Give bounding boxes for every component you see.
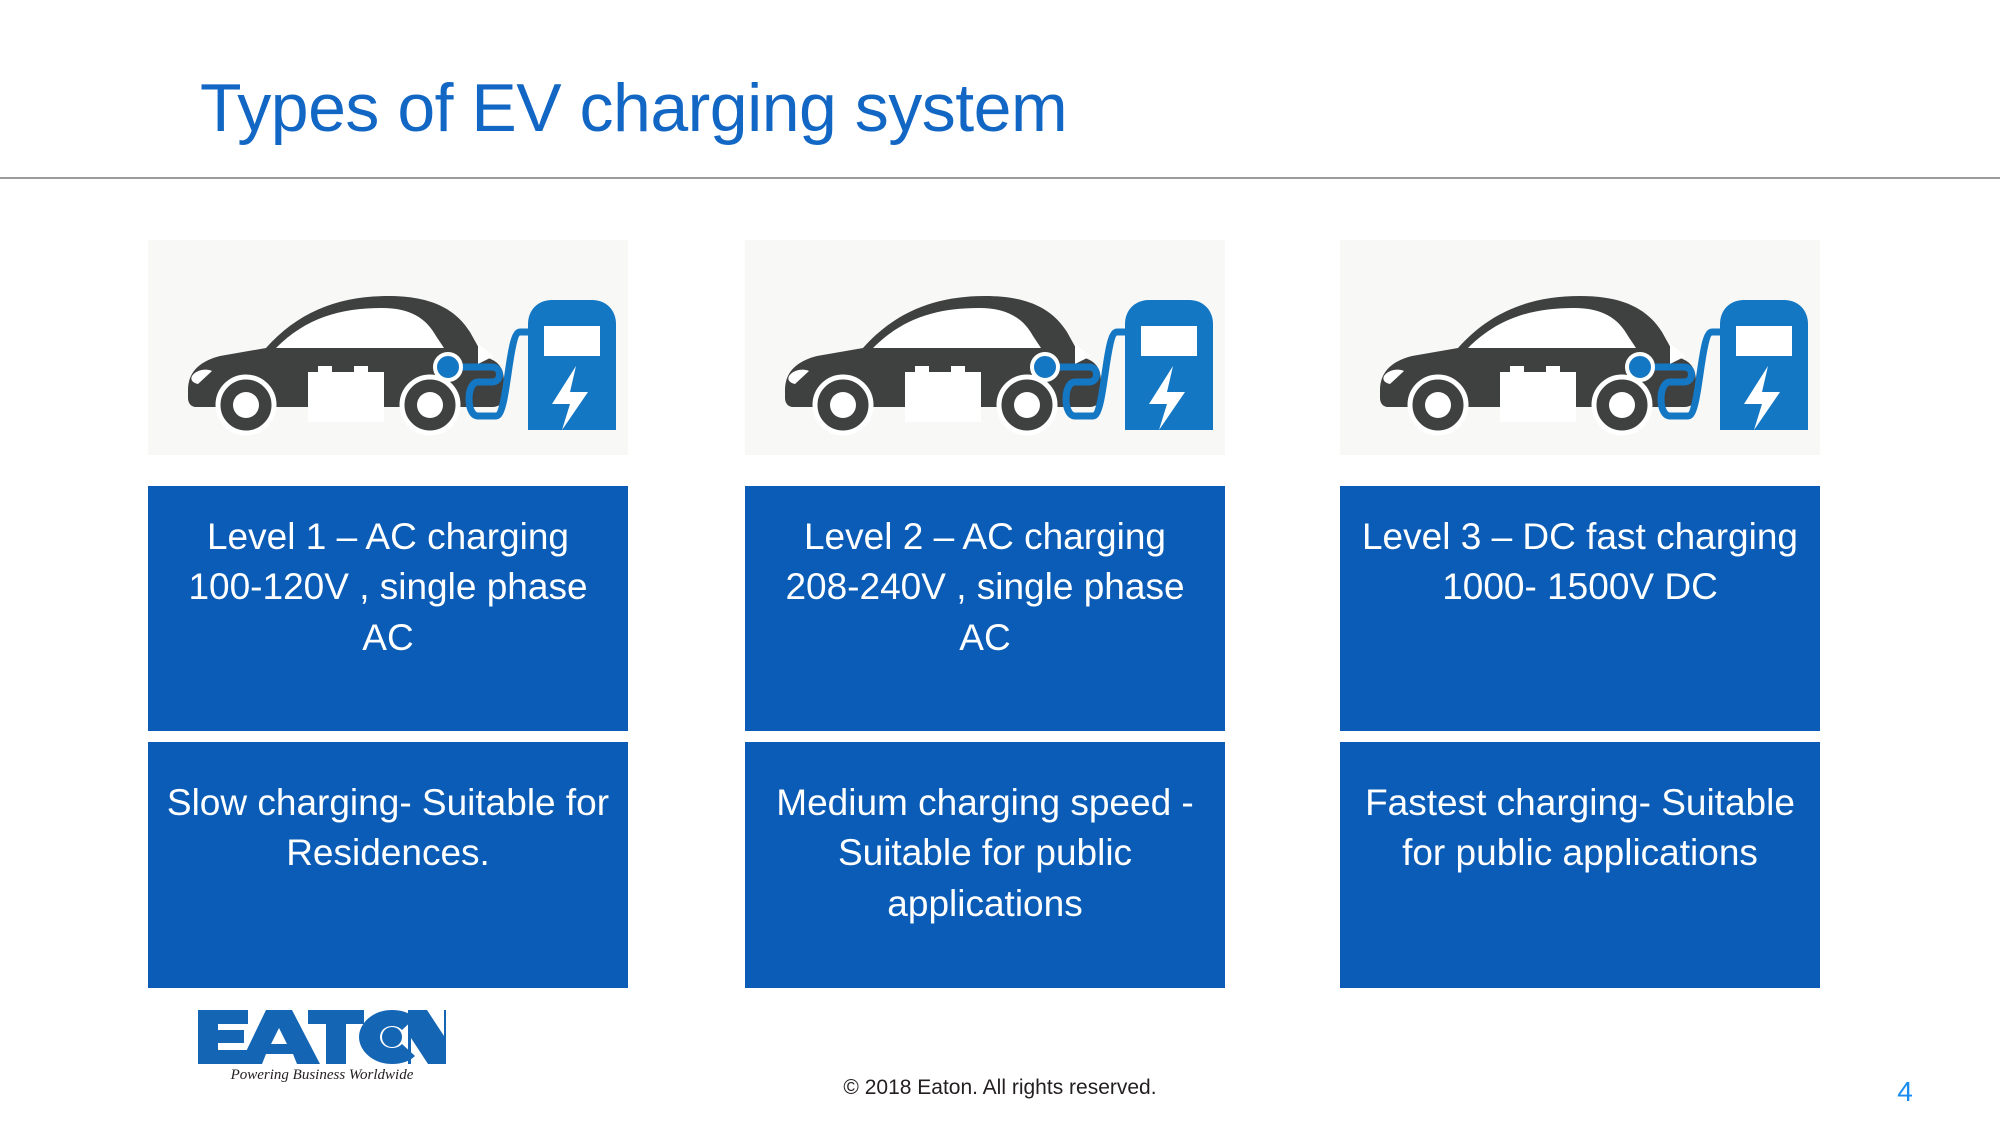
spec-line-2: 100-120V , single phase AC — [188, 566, 588, 658]
spec-line-2: 208-240V , single phase AC — [785, 566, 1185, 658]
usage-text: Medium charging speed -Suitable for publ… — [776, 782, 1194, 924]
spec-line-1: Level 2 – AC charging — [803, 516, 1166, 557]
charging-level-card-3: Level 3 – DC fast charging 1000- 1500V D… — [1340, 240, 1820, 988]
usage-text: Fastest charging- Suitable for public ap… — [1365, 782, 1795, 874]
eaton-tagline: Powering Business Worldwide — [230, 1067, 414, 1082]
page-number: 4 — [1897, 1076, 1913, 1107]
page-title: Types of EV charging system — [200, 70, 1068, 146]
charging-spec-panel-2: Level 2 – AC charging 208-240V , single … — [745, 486, 1225, 731]
ev-charging-illustration-3 — [1340, 240, 1820, 455]
title-divider — [0, 177, 2000, 179]
spec-line-2: 1000- 1500V DC — [1442, 566, 1718, 608]
ev-car-charging-icon — [1380, 296, 1808, 436]
charging-usage-panel-2: Medium charging speed -Suitable for publ… — [745, 742, 1225, 988]
spec-line-1: Level 1 – AC charging — [206, 516, 569, 557]
ev-car-charging-icon — [785, 296, 1213, 436]
charging-level-card-2: Level 2 – AC charging 208-240V , single … — [745, 240, 1225, 988]
charging-usage-panel-1: Slow charging- Suitable for Residences. — [148, 742, 628, 988]
ev-charging-illustration-2 — [745, 240, 1225, 455]
charging-usage-panel-3: Fastest charging- Suitable for public ap… — [1340, 742, 1820, 988]
charging-spec-panel-1: Level 1 – AC charging 100-120V , single … — [148, 486, 628, 731]
charging-levels-grid: Level 1 – AC charging 100-120V , single … — [0, 240, 2000, 1000]
ev-charging-illustration-1 — [148, 240, 628, 455]
usage-text: Slow charging- Suitable for Residences. — [166, 782, 610, 874]
charging-level-card-1: Level 1 – AC charging 100-120V , single … — [148, 240, 628, 988]
copyright-notice: © 2018 Eaton. All rights reserved. — [843, 1076, 1157, 1099]
ev-car-charging-icon — [188, 296, 616, 436]
charging-spec-panel-3: Level 3 – DC fast charging 1000- 1500V D… — [1340, 486, 1820, 731]
eaton-logo-icon: Powering Business Worldwide — [198, 1010, 446, 1083]
eaton-logo: Powering Business Worldwide — [196, 1002, 446, 1083]
spec-line-1: Level 3 – DC fast charging — [1361, 516, 1798, 557]
